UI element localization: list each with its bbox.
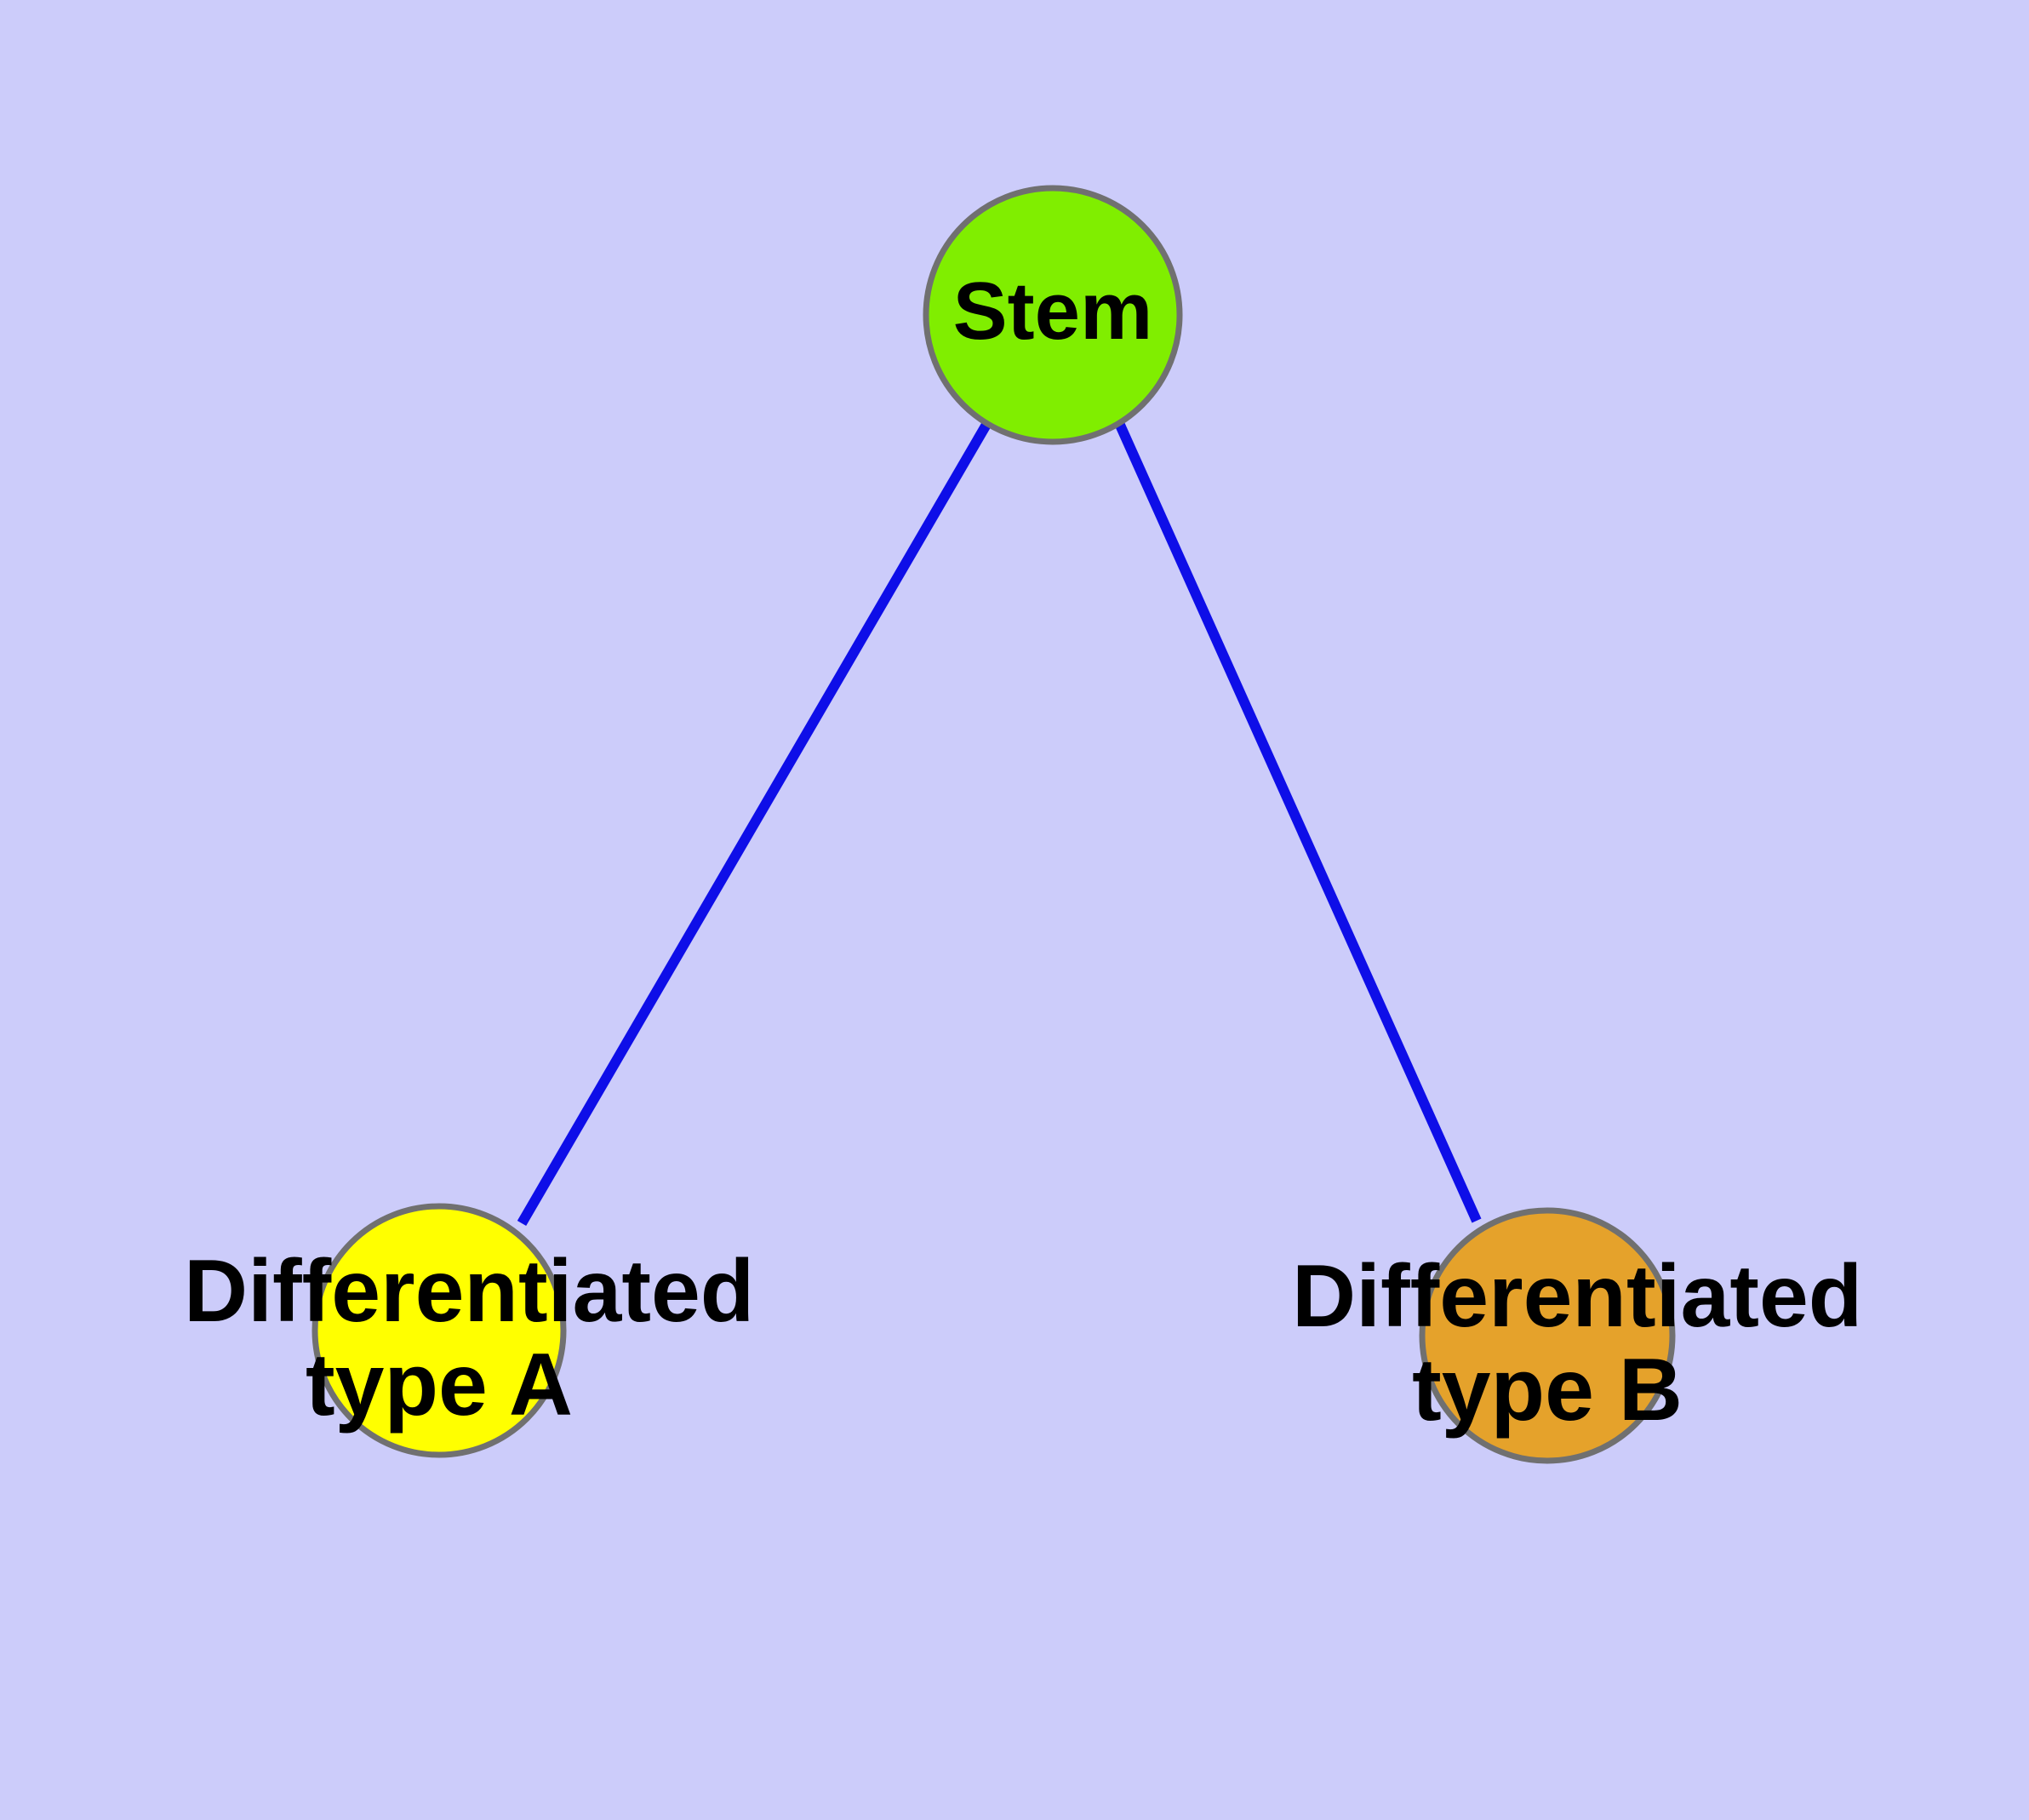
edge-stem-to-differentiated-type-b[interactable] [1114, 421, 1482, 1223]
node-differentiated-type-b[interactable] [1419, 1207, 1676, 1464]
node-differentiated-type-a[interactable] [311, 1203, 567, 1458]
edges-group [517, 420, 1482, 1227]
node-stem[interactable] [923, 185, 1183, 445]
edge-stem-to-differentiated-type-a[interactable] [517, 420, 992, 1227]
nodes-group [311, 185, 1676, 1464]
